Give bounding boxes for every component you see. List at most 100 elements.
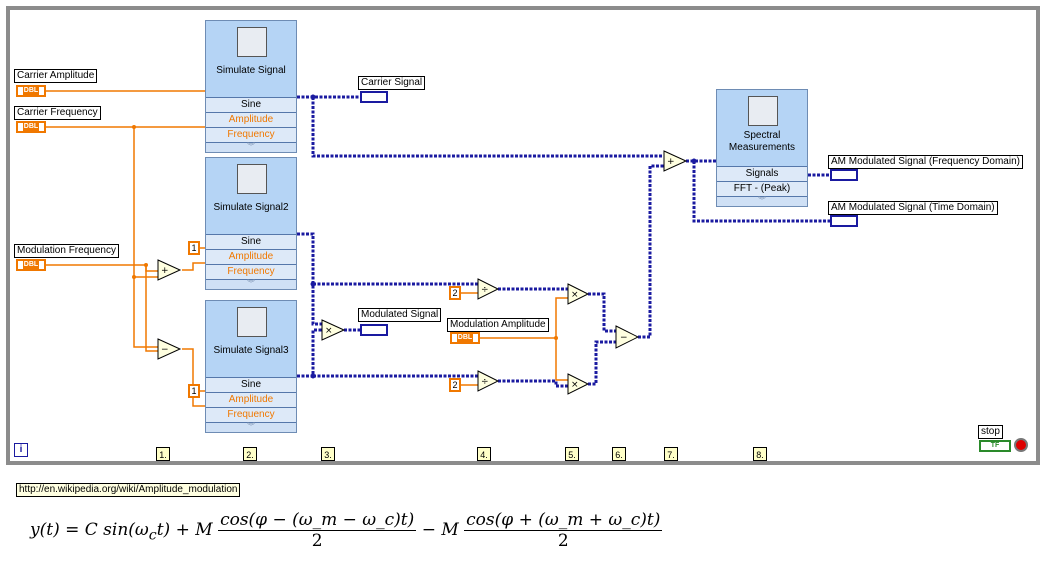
add-node-1 xyxy=(157,259,182,281)
subtract-node-1 xyxy=(157,338,182,360)
carrier-signal-label: Carrier Signal xyxy=(358,76,426,90)
wire-div2-out xyxy=(498,379,568,388)
modulation-amplitude-label: Modulation Amplitude xyxy=(447,318,549,332)
carrier-frequency-label: Carrier Frequency xyxy=(14,106,101,120)
vi-row-amplitude: Amplitude xyxy=(206,392,296,407)
modulated-signal-label: Modulated Signal xyxy=(358,308,442,322)
eq-den1: 2 xyxy=(311,531,323,551)
svg-text:÷: ÷ xyxy=(481,285,489,295)
eq-lhs: y(t) = C sin(ω xyxy=(30,520,149,540)
am-equation: y(t) = C sin(ωct) + M cos(φ − (ω_m − ω_c… xyxy=(30,510,663,551)
wire-carrier-down xyxy=(311,97,665,158)
multiply-node-2 xyxy=(567,283,590,305)
am-time-domain-indicator[interactable] xyxy=(830,215,858,227)
multiply-node-3 xyxy=(567,373,590,395)
step-label: 1. xyxy=(156,447,170,461)
am-frequency-domain-indicator[interactable] xyxy=(830,169,858,181)
vi-title: Simulate Signal2 xyxy=(213,202,289,213)
simulate-signal-vi[interactable]: Simulate Signal Sine Amplitude Frequency… xyxy=(205,20,297,153)
wire-mod-frequency xyxy=(46,264,160,352)
wire-sub-out xyxy=(638,164,665,339)
modulation-frequency-label: Modulation Frequency xyxy=(14,244,119,258)
svg-text:÷: ÷ xyxy=(481,377,489,387)
simulate-signal3-vi[interactable]: Simulate Signal3 Sine Amplitude Frequenc… xyxy=(205,300,297,433)
chevron-down-icon[interactable]: ︾ xyxy=(717,196,807,206)
carrier-amplitude-control[interactable]: DBL xyxy=(16,85,46,97)
eq-fraction-2: cos(φ + (ω_m + ω_c)t)2 xyxy=(464,510,663,551)
svg-text:+: + xyxy=(667,157,675,167)
wikipedia-link[interactable]: http://en.wikipedia.org/wiki/Amplitude_m… xyxy=(16,483,241,497)
carrier-amplitude-label: Carrier Amplitude xyxy=(14,69,98,83)
wire-carrier-freq-branch xyxy=(133,127,160,348)
vi-title-line2: Measurements xyxy=(728,142,796,153)
step-label: 4. xyxy=(477,447,491,461)
modulation-amplitude-control[interactable]: DBL xyxy=(450,332,480,344)
stop-icon[interactable] xyxy=(1014,438,1028,452)
constant-two-a[interactable]: 2 xyxy=(449,286,461,300)
wire-mod-amp2 xyxy=(555,338,568,381)
stop-label: stop xyxy=(978,425,1003,439)
eq-lhs-end: t) + M xyxy=(156,520,213,540)
eq-mid: − M xyxy=(421,520,459,540)
wire-add-time xyxy=(692,161,830,223)
wire-mod-amp xyxy=(480,297,568,339)
simulate-signal-icon xyxy=(237,27,267,57)
wire-add-to-freq2 xyxy=(182,262,205,271)
vi-row-fft-peak: FFT - (Peak) xyxy=(717,181,807,196)
block-diagram-frame xyxy=(6,6,1040,465)
simulate-signal2-vi[interactable]: Simulate Signal2 Sine Amplitude Frequenc… xyxy=(205,157,297,290)
svg-text:×: × xyxy=(325,326,333,336)
stop-boolean-terminal[interactable]: TF xyxy=(979,440,1011,452)
eq-num1: cos(φ − (ω_m − ω_c)t) xyxy=(218,510,417,531)
step-label: 5. xyxy=(565,447,579,461)
divide-node-2 xyxy=(477,370,500,392)
step-label: 6. xyxy=(612,447,626,461)
vi-row-signal: Sine xyxy=(206,377,296,392)
wire-m2-out xyxy=(588,340,616,386)
simulate-signal-icon xyxy=(237,164,267,194)
vi-row-frequency: Frequency xyxy=(206,264,296,279)
chevron-down-icon[interactable]: ︾ xyxy=(206,279,296,289)
step-label: 3. xyxy=(321,447,335,461)
subtract-node-2 xyxy=(615,325,640,349)
am-time-domain-label: AM Modulated Signal (Time Domain) xyxy=(828,201,998,215)
svg-text:−: − xyxy=(161,345,169,355)
step-label: 7. xyxy=(664,447,678,461)
divide-node-1 xyxy=(477,278,500,300)
eq-num2: cos(φ + (ω_m + ω_c)t) xyxy=(464,510,663,531)
chevron-down-icon[interactable]: ︾ xyxy=(206,142,296,152)
add-node-2 xyxy=(663,150,688,172)
constant-one-a[interactable]: 1 xyxy=(188,241,200,255)
vi-title-line1: Spectral xyxy=(743,130,781,141)
vi-title: Simulate Signal3 xyxy=(213,345,289,356)
fft-icon xyxy=(748,96,778,126)
vi-row-signal: Sine xyxy=(206,234,296,249)
wire-sig3-out xyxy=(297,328,323,378)
constant-one-b[interactable]: 1 xyxy=(188,384,200,398)
spectral-measurements-vi[interactable]: Spectral Measurements Signals FFT - (Pea… xyxy=(716,89,808,207)
chevron-down-icon[interactable]: ︾ xyxy=(206,422,296,432)
step-label: 2. xyxy=(243,447,257,461)
eq-den2: 2 xyxy=(557,531,569,551)
svg-text:−: − xyxy=(620,333,628,343)
modulation-frequency-control[interactable]: DBL xyxy=(16,259,46,271)
svg-text:+: + xyxy=(161,266,169,276)
am-frequency-domain-label: AM Modulated Signal (Frequency Domain) xyxy=(828,155,1023,169)
info-icon[interactable]: i xyxy=(14,443,28,457)
vi-title: Simulate Signal xyxy=(216,65,286,76)
carrier-signal-indicator[interactable] xyxy=(360,91,388,103)
eq-lhs-sub: c xyxy=(148,527,157,544)
vi-row-frequency: Frequency xyxy=(206,127,296,142)
simulate-signal-icon xyxy=(237,307,267,337)
wire-sub-to-freq3 xyxy=(182,348,205,407)
modulated-signal-indicator[interactable] xyxy=(360,324,388,336)
wire-m1-out xyxy=(588,292,616,333)
vi-row-signal: Sine xyxy=(206,97,296,112)
vi-row-amplitude: Amplitude xyxy=(206,112,296,127)
carrier-frequency-control[interactable]: DBL xyxy=(16,121,46,133)
step-label: 8. xyxy=(753,447,767,461)
constant-two-b[interactable]: 2 xyxy=(449,378,461,392)
wire-sig2-out xyxy=(297,232,323,326)
vi-row-amplitude: Amplitude xyxy=(206,249,296,264)
